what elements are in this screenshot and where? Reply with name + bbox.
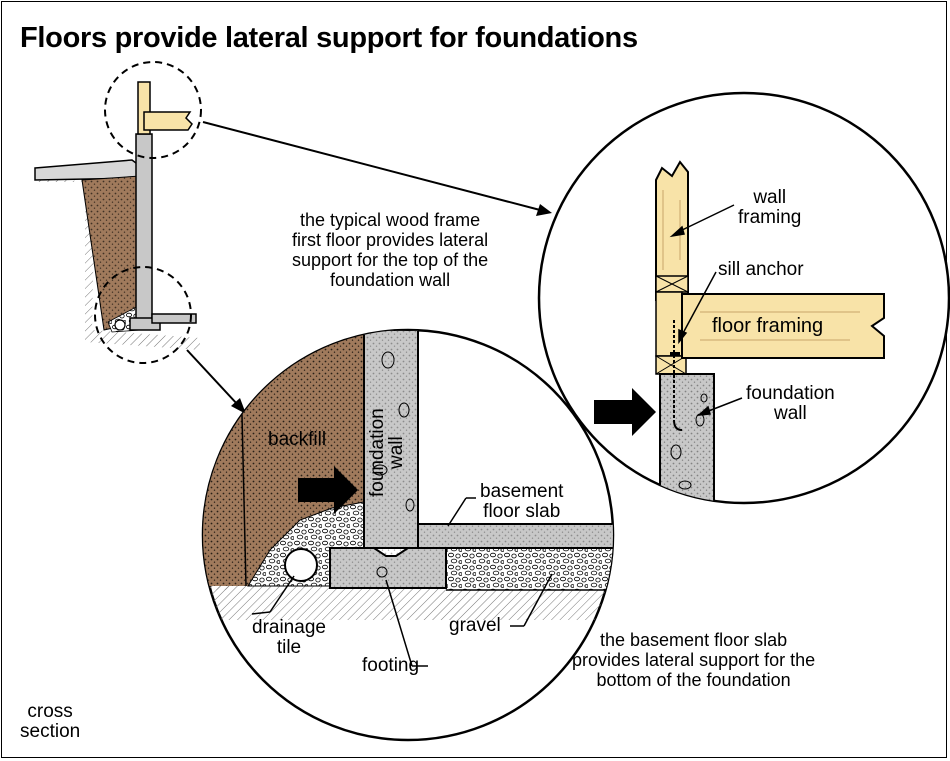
leader-arrow-top <box>202 121 552 216</box>
cross-section-small <box>34 81 200 350</box>
detail-callout-bottom <box>94 266 192 364</box>
cross-section-label: cross section <box>20 702 80 742</box>
label-line: wall <box>774 403 807 424</box>
caption-bottom-line: bottom of the foundation <box>596 670 791 690</box>
label-foundation-wall-vertical: foundation wall <box>367 408 407 497</box>
label-line: framing <box>738 207 802 228</box>
label-line: basement <box>480 481 564 502</box>
lateral-support-arrow-bottom <box>298 466 358 514</box>
label-line: tile <box>276 637 302 658</box>
label-line: foundation <box>367 408 388 497</box>
label-wall-framing: wall framing <box>738 188 801 228</box>
label-line: drainage <box>252 617 326 638</box>
label-backfill: backfill <box>268 429 327 450</box>
caption-bottom-support: the basement floor slab provides lateral… <box>572 630 815 690</box>
caption-top-support: the typical wood frame first floor provi… <box>292 210 488 290</box>
label-drainage-tile: drainage tile <box>252 618 326 658</box>
label-floor-framing: floor framing <box>712 315 824 337</box>
label-line: wall <box>753 187 787 208</box>
caption-bottom-line: provides lateral support for the <box>572 650 816 670</box>
detail-top-wood-frame <box>537 91 950 505</box>
label-foundation-wall-detail: foundation wall <box>746 384 835 424</box>
leader-arrow-bottom <box>186 349 246 414</box>
caption-top-line: foundation wall <box>330 270 451 290</box>
label-sill-anchor: sill anchor <box>718 259 804 280</box>
caption-top-line: support for the top of the <box>292 250 489 270</box>
caption-top-line: first floor provides lateral <box>292 230 489 250</box>
label-footing: footing <box>362 655 420 676</box>
figure-title: Floors provide lateral support for found… <box>20 22 638 54</box>
label-line: foundation <box>746 383 835 404</box>
label-basement-floor-slab: basement floor slab <box>480 482 563 522</box>
caption-top-line: the typical wood frame <box>300 210 481 230</box>
caption-bottom-line: the basement floor slab <box>600 630 788 650</box>
label-line: wall <box>386 436 407 469</box>
cross-section-line: section <box>20 721 81 742</box>
lateral-support-arrow-top <box>594 388 656 436</box>
detail-callout-top <box>104 61 202 159</box>
label-line: floor slab <box>483 501 561 522</box>
label-gravel: gravel <box>449 615 501 636</box>
cross-section-line: cross <box>27 701 73 722</box>
